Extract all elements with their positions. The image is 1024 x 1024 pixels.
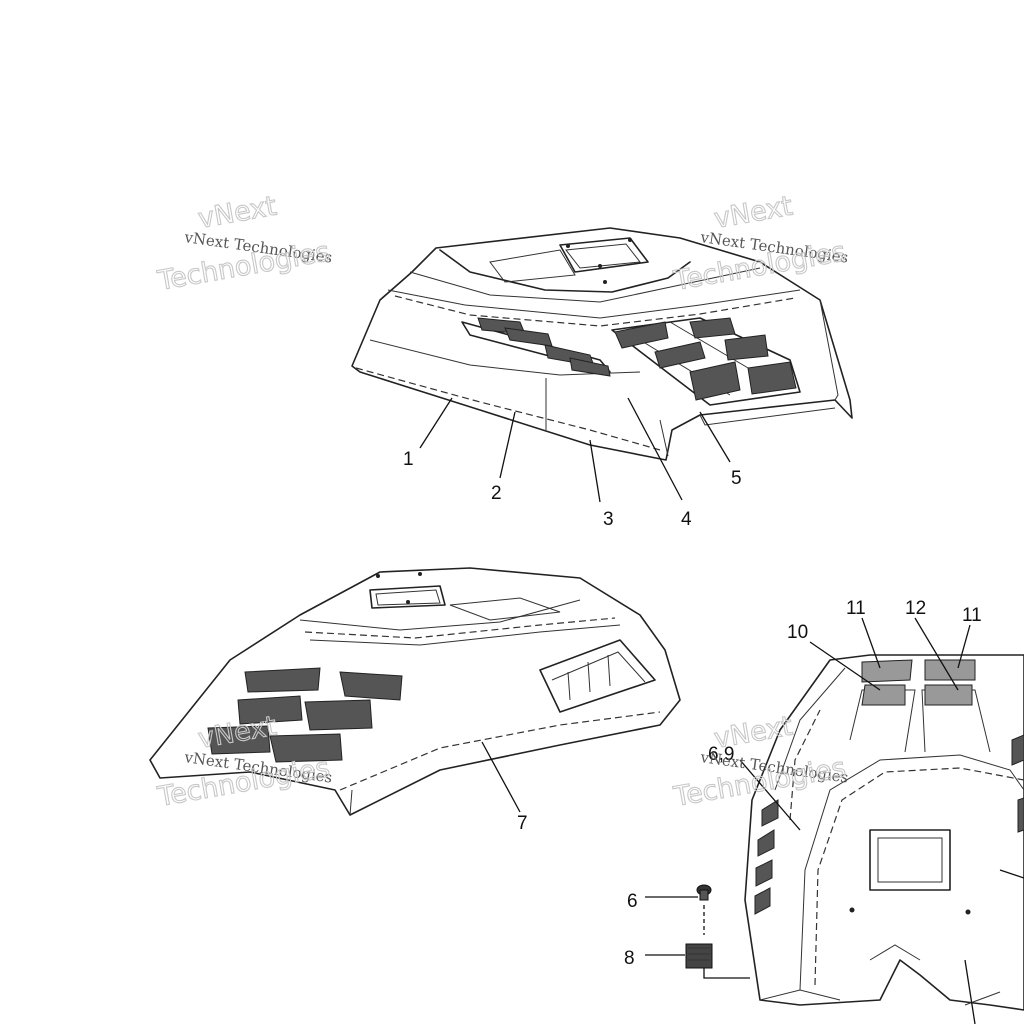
callout-7: 7 bbox=[517, 813, 528, 834]
watermark-brand: vNext bbox=[712, 711, 795, 755]
callout-11-left: 11 bbox=[846, 598, 866, 619]
hood-side-view bbox=[149, 567, 681, 816]
watermark-bottom-left: vNext vNext Technologies Technologies bbox=[154, 710, 333, 814]
hood-top-view bbox=[351, 227, 853, 461]
callout-4: 4 bbox=[681, 509, 692, 530]
callout-2: 2 bbox=[491, 483, 502, 504]
callout-6: 6 bbox=[627, 891, 638, 912]
hood-rear-view bbox=[744, 654, 1024, 1011]
callout-10: 10 bbox=[787, 622, 808, 643]
callout-12: 12 bbox=[905, 598, 926, 619]
callout-1: 1 bbox=[403, 449, 414, 470]
callout-5: 5 bbox=[731, 468, 742, 489]
watermark-top-left: vNext vNext Technologies Technologies bbox=[154, 190, 333, 298]
watermark-brand: vNext bbox=[196, 191, 279, 235]
foam-block-part bbox=[685, 943, 713, 969]
watermark-brand: vNext bbox=[712, 191, 795, 235]
callout-6-9: 6,9 bbox=[708, 744, 734, 765]
leader-lines bbox=[419, 397, 1024, 1024]
watermark-bottom-right: vNext vNext Technologies Technologies bbox=[670, 710, 849, 814]
callout-3: 3 bbox=[603, 509, 614, 530]
push-rivet-part bbox=[696, 884, 712, 901]
callout-11-right: 11 bbox=[962, 605, 982, 626]
callout-8: 8 bbox=[624, 948, 635, 969]
